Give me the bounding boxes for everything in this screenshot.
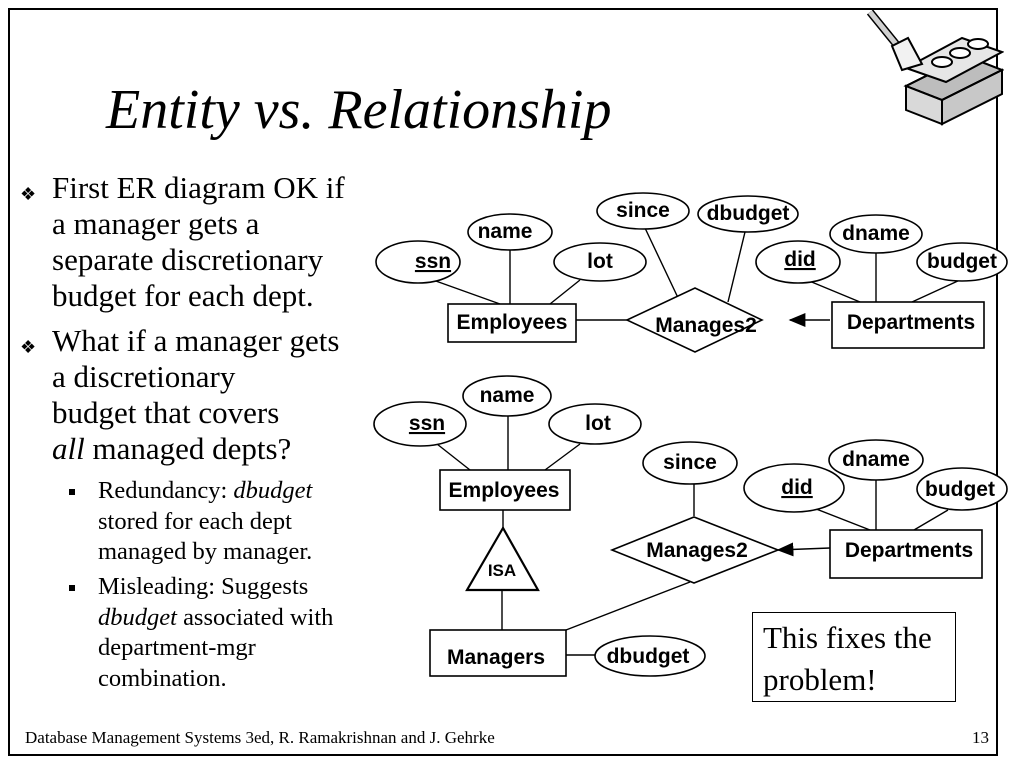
- slide-frame: [8, 8, 998, 756]
- d2-employees-label: Employees: [449, 479, 560, 502]
- d1-name-label: name: [478, 220, 533, 243]
- d1-lot-attribute: [553, 242, 647, 282]
- emphasis-all: all: [52, 431, 85, 466]
- square-bullet-icon: [69, 585, 75, 591]
- d2-name-label: name: [480, 384, 535, 407]
- bullet-2-line-4-text: managed depts?: [92, 431, 292, 466]
- bullet-1-line-1: First ER diagram OK if: [52, 170, 345, 205]
- d1-departments-entity: [831, 301, 985, 349]
- d1-manages2-label: Manages2: [655, 314, 757, 337]
- subbullet-1: Redundancy: dbudget stored for each dept…: [69, 476, 313, 568]
- d2-lot-attribute: [548, 403, 642, 445]
- page-number: 13: [972, 728, 989, 747]
- subbullet-1-line-2: stored for each dept: [98, 507, 292, 535]
- subbullet-2-line-4: combination.: [98, 664, 227, 692]
- d2-managers-entity: [429, 629, 567, 677]
- d1-lot-label: lot: [587, 250, 613, 273]
- subbullet-1-line-1: Redundancy: dbudget: [98, 477, 313, 504]
- diagram-2-edges: [436, 414, 949, 656]
- subbullet-2-line-3: department-mgr: [98, 634, 256, 661]
- diamond-bullet-icon: ❖: [20, 337, 37, 357]
- d2-since-attribute: [642, 441, 738, 485]
- d1-did-attribute: [755, 240, 841, 284]
- d2-budget-label: budget: [925, 478, 995, 501]
- diamond-bullet-icon: ❖: [20, 184, 37, 204]
- bullet-2-line-4: all managed depts?: [52, 431, 291, 468]
- bullet-1-line-3: separate discretionary: [52, 242, 324, 277]
- diagram-2: ssn name lot Employees ISA Managers dbud…: [373, 375, 1008, 677]
- d2-employees-entity: [439, 469, 571, 511]
- fix-note-line-1: This fixes the: [763, 620, 932, 655]
- d1-ssn-label: ssn: [415, 250, 451, 273]
- d1-dname-label: dname: [842, 222, 910, 245]
- d2-ssn-label: ssn: [409, 412, 445, 435]
- slide-title: Entity vs. Relationship: [106, 79, 612, 141]
- d1-ssn-attribute: [375, 240, 461, 284]
- bullet-2-line-1: What if a manager gets: [52, 323, 340, 358]
- fix-note-line-2: problem!: [763, 662, 877, 697]
- d1-name-attribute: [467, 213, 553, 251]
- subbullet-1-line-3: managed by manager.: [98, 538, 313, 565]
- d1-since-attribute: [596, 192, 690, 230]
- d2-isa-label: ISA: [488, 561, 516, 580]
- footer-credit: Database Management Systems 3ed, R. Rama…: [25, 728, 495, 747]
- subbullet-2: Misleading: Suggests dbudget associated …: [69, 572, 334, 694]
- d1-since-label: since: [616, 199, 670, 222]
- d2-dname-attribute: [828, 439, 924, 481]
- d1-budget-attribute: [916, 242, 1008, 282]
- d1-did-label: did: [784, 248, 816, 271]
- d1-employees-label: Employees: [457, 311, 568, 334]
- d2-departments-label: Departments: [845, 539, 973, 562]
- d2-dname-label: dname: [842, 448, 910, 471]
- d2-did-label: did: [781, 476, 813, 499]
- d2-departments-entity: [829, 529, 983, 579]
- d2-isa-triangle: [465, 525, 540, 592]
- d2-budget-attribute: [916, 467, 1008, 511]
- d2-manages2-relationship: [609, 516, 781, 584]
- bullet-1-line-2: a manager gets a: [52, 206, 260, 241]
- d1-dname-attribute: [829, 214, 923, 254]
- d2-ssn-attribute: [373, 401, 467, 447]
- d2-managers-label: Managers: [447, 646, 545, 669]
- bullet-2-line-3: budget that covers: [52, 395, 280, 430]
- d2-dbudget-attribute: [594, 635, 706, 677]
- d1-employees-entity: [447, 303, 577, 343]
- d2-lot-label: lot: [585, 412, 611, 435]
- d2-since-label: since: [663, 451, 717, 474]
- emphasis-dbudget: dbudget: [98, 603, 177, 631]
- square-bullet-icon: [69, 489, 75, 495]
- bullet-1-line-4: budget for each dept.: [52, 278, 314, 313]
- d2-name-attribute: [462, 375, 552, 417]
- brick-and-trowel-icon: [866, 9, 1004, 126]
- subbullet-2-line-1: Misleading: Suggests: [98, 573, 309, 600]
- d1-manages2-relationship: [625, 287, 764, 353]
- d1-dbudget-attribute: [697, 195, 799, 233]
- d2-manages2-label: Manages2: [646, 539, 748, 562]
- fix-note-box: This fixes the problem!: [752, 612, 956, 702]
- d1-dbudget-label: dbudget: [707, 202, 790, 225]
- emphasis-dbudget: dbudget: [233, 477, 313, 504]
- d2-dbudget-label: dbudget: [607, 645, 690, 668]
- subbullet-2-line-2: dbudget associated with: [98, 603, 334, 631]
- d2-did-attribute: [743, 463, 845, 513]
- bullet-2-line-2: a discretionary: [52, 359, 236, 394]
- d1-budget-label: budget: [927, 250, 997, 273]
- d1-departments-label: Departments: [847, 311, 975, 334]
- diagram-1: Employees Manages2 Departments ssn name …: [375, 192, 1008, 353]
